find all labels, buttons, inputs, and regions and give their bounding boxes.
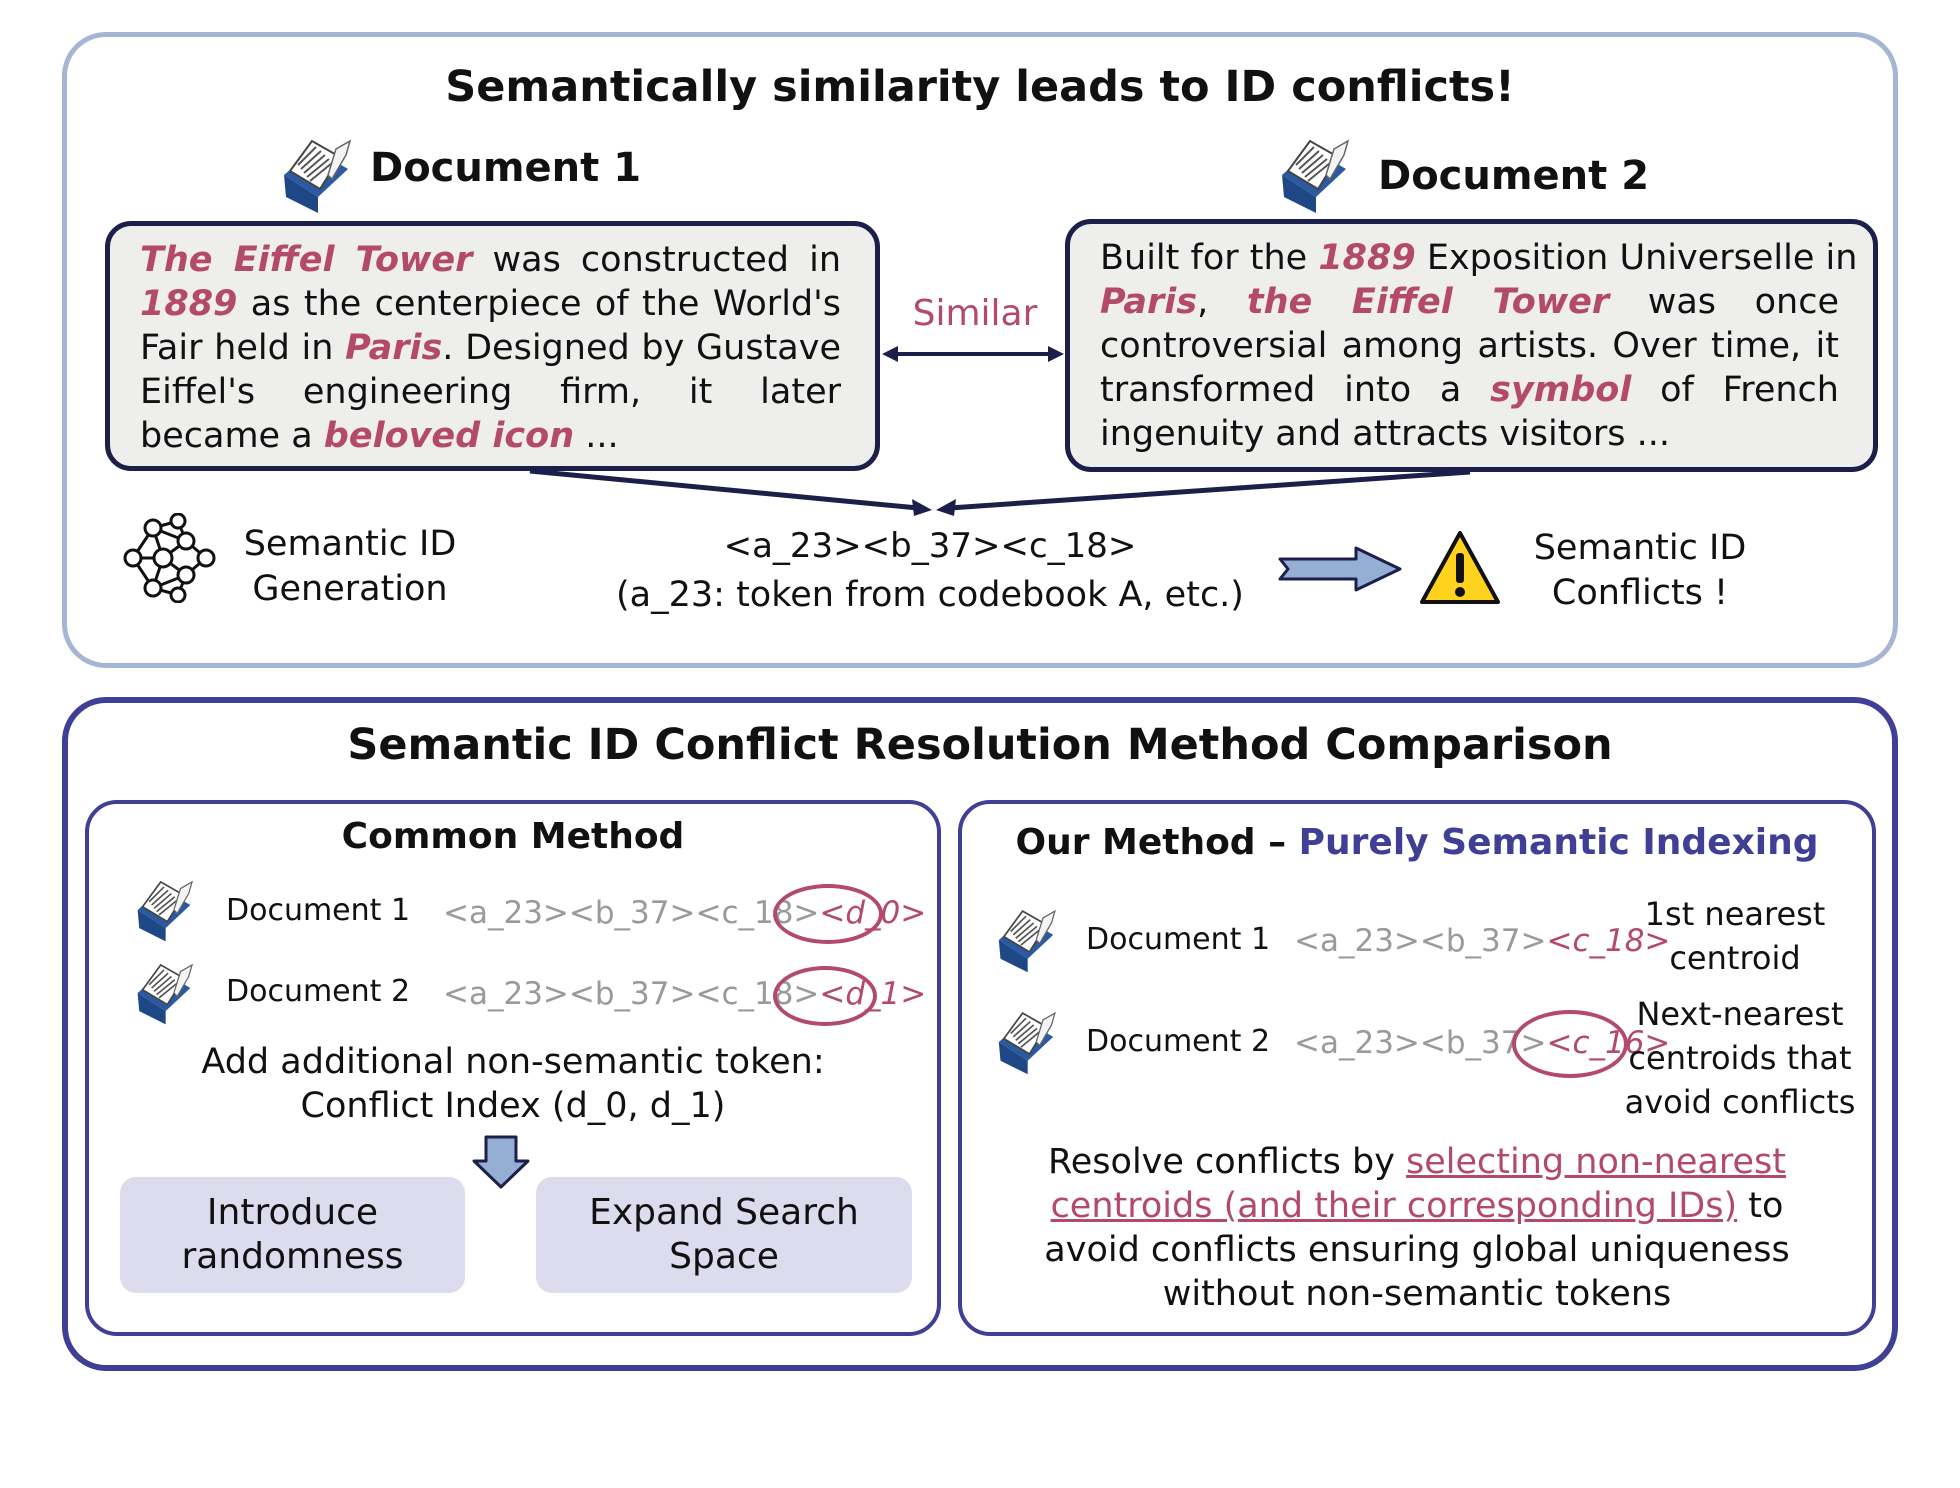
block-right-arrow-icon [1278, 546, 1402, 592]
common-method-panel [85, 800, 941, 1336]
top-panel [62, 32, 1898, 668]
document-1-icon [272, 135, 360, 215]
resolution-highlight-1: selecting non-nearest [1406, 1142, 1786, 1182]
ours-resolution-text: Resolve conflicts by selecting non-neare… [1044, 1142, 1790, 1314]
document-2-text-line: Built for the 1889 Exposition Universell… [1100, 238, 1858, 278]
document-1-text-line: Fair held in Paris. Designed by Gustave [140, 328, 841, 368]
ours-document-1-icon [988, 906, 1064, 974]
common-conflict-token-1-highlight [773, 884, 883, 944]
document-1-heading: Document 1 [370, 145, 642, 191]
ours-conflict-token-highlight [1512, 1010, 1628, 1078]
common-document-1-icon [128, 877, 200, 943]
common-document-2-icon [128, 960, 200, 1026]
common-document-1-label: Document 1 [226, 893, 411, 928]
down-arrow-icon [472, 1135, 530, 1189]
semantic-id-note: (a_23: token from codebook A, etc.) [616, 575, 1244, 615]
document-1-text-line: became a beloved icon ... [140, 416, 619, 456]
document-2-text-line: ingenuity and attracts visitors ... [1100, 414, 1670, 454]
common-method-title: Common Method [341, 816, 685, 857]
similar-double-arrow [882, 346, 1064, 362]
resolution-highlight-2: centroids (and their corresponding IDs) [1050, 1186, 1738, 1226]
document-2-text-line: transformed into a symbol of French [1100, 370, 1839, 410]
document-2-heading: Document 2 [1378, 153, 1650, 199]
ours-document-1-label: Document 1 [1086, 922, 1271, 957]
top-title: Semantically similarity leads to ID conf… [445, 62, 1515, 112]
ours-document-2-icon [988, 1008, 1064, 1076]
expand-search-space-box: Expand Search Space [536, 1177, 912, 1293]
document-2-text-line: controversial among artists. Over time, … [1100, 326, 1839, 366]
document-2-text: Built for the 1889 Exposition Universell… [1100, 236, 1858, 456]
document-2-text-line: Paris, the Eiffel Tower was once [1100, 282, 1839, 322]
document-1-text-line: The Eiffel Tower was constructed in [140, 240, 842, 280]
bottom-title: Semantic ID Conflict Resolution Method C… [347, 720, 1613, 770]
document-2-icon [1270, 135, 1358, 215]
our-method-panel [958, 800, 1876, 1336]
common-document-2-label: Document 2 [226, 974, 411, 1009]
document-1-text-line: Eiffel's engineering firm, it later [140, 372, 841, 412]
ours-document-2-note: Next-nearest centroids that avoid confli… [1624, 995, 1856, 1121]
bottom-panel [62, 697, 1898, 1371]
common-conflict-token-2-highlight [773, 966, 877, 1026]
warning-icon [1420, 531, 1500, 604]
ours-document-2-label: Document 2 [1086, 1024, 1271, 1059]
ours-document-1-note: 1st nearest centroid [1644, 895, 1826, 977]
our-method-title: Our Method – Purely Semantic Indexing [1015, 822, 1819, 863]
similar-label: Similar [912, 293, 1038, 334]
ours-document-1-id: <a_23><b_37><c_18> [1294, 923, 1671, 959]
semantic-id-conflicts-label: Semantic ID Conflicts ! [1533, 528, 1747, 613]
common-method-note: Add additional non-semantic token: Confl… [201, 1042, 825, 1126]
semantic-id-generation-label: Semantic ID Generation [243, 524, 457, 609]
neural-network-icon [118, 513, 218, 603]
semantic-id-string: <a_23><b_37><c_18> [723, 526, 1137, 566]
document-2-text-box: Built for the 1889 Exposition Universell… [1065, 219, 1878, 472]
introduce-randomness-box: Introduce randomness [120, 1177, 465, 1293]
document-1-text-line: 1889 as the centerpiece of the World's [140, 284, 841, 324]
